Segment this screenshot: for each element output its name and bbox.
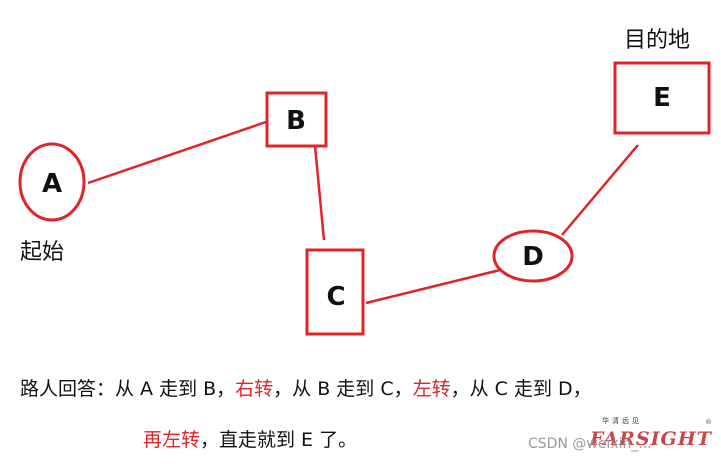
logo-top-text: 华清远见	[602, 417, 642, 425]
edge-c-d	[365, 268, 501, 305]
node-d-shape	[492, 229, 574, 283]
node-c-label: C	[326, 282, 345, 312]
edge-b-c	[313, 145, 326, 241]
node-b-shape	[265, 91, 328, 148]
logo-main-text: FARSIGHT	[590, 428, 712, 450]
farsight-logo: 华清远见 FARSIGHT ®	[590, 416, 712, 460]
edge-a-b	[87, 120, 267, 185]
answer-line-1: 路人回答：从 A 走到 B，右转，从 B 走到 C，左转，从 C 走到 D，	[20, 374, 592, 401]
destination-caption: 目的地	[624, 28, 691, 53]
answer-segment: ，直走就到 E 了。	[200, 429, 358, 451]
answer-segment: 路人回答：从 A 走到 B，	[20, 378, 236, 400]
node-c-shape	[305, 248, 365, 336]
node-e-shape	[613, 61, 711, 135]
answer-segment-highlight: 再左转	[143, 429, 201, 451]
node-d-label: D	[522, 242, 544, 272]
csdn-watermark: CSDN @weixin_...	[528, 436, 652, 452]
answer-segment: ，从 B 走到 C，	[273, 378, 413, 400]
node-a-shape	[18, 142, 86, 222]
node-a-label: A	[42, 169, 62, 199]
node-b-label: B	[286, 106, 306, 136]
answer-line-2: 再左转，直走就到 E 了。	[143, 425, 357, 452]
answer-segment: ，从 C 走到 D，	[450, 378, 592, 400]
start-caption: 起始	[20, 240, 65, 265]
answer-segment-highlight: 右转	[235, 378, 274, 400]
node-e-label: E	[653, 83, 671, 113]
edge-d-e	[561, 144, 639, 236]
logo-registered-mark: ®	[705, 418, 712, 426]
answer-segment-highlight: 左转	[412, 378, 451, 400]
